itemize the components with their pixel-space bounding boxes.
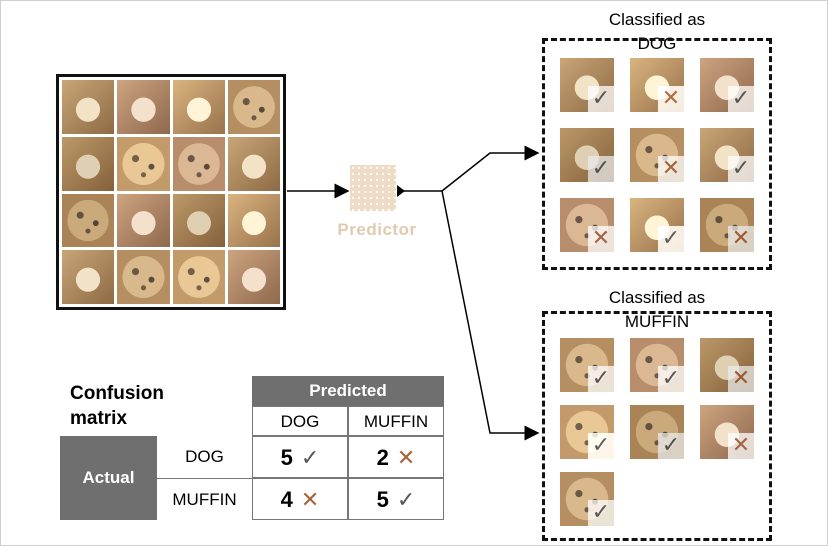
muffin-group-box [542,311,772,541]
cross-icon: ✕ [658,156,684,182]
dog-group-image: ✓ [560,58,614,112]
cross-icon: ✕ [300,488,320,513]
cross-icon: ✕ [728,226,754,252]
muffin-group-image: ✓ [630,405,684,459]
predictor-label: Predictor [337,220,417,239]
confusion-matrix-title: Confusion matrix [70,381,164,431]
cross-icon: ✕ [728,366,754,392]
input-image-tile [62,250,115,304]
check-icon: ✓ [658,366,684,392]
cell-value: 5 [376,487,389,512]
dog-group-image: ✓ [700,58,754,112]
check-icon: ✓ [658,433,684,459]
input-image-tile [172,80,225,134]
input-image-tile [62,136,115,191]
check-icon: ✓ [396,488,416,513]
check-icon: ✓ [588,156,614,182]
input-image-tile [227,136,280,191]
cell-value: 2 [376,445,389,470]
check-icon: ✓ [300,446,320,471]
dog-group-image: ✓ [630,198,684,252]
dog-group-image: ✕ [630,58,684,112]
input-image-tile [227,250,280,304]
row-header-muffin: MUFFIN [157,478,252,520]
dog-group-image: ✓ [560,128,614,182]
muffin-group-image: ✓ [560,338,614,392]
input-image-tile [117,136,170,191]
muffin-group-image: ✓ [560,472,614,526]
cell-muffin-dog: 4✕ [252,478,348,520]
arrow-to-muffin-group [441,190,540,441]
input-image-tile [172,136,225,191]
check-icon: ✓ [588,500,614,526]
dog-group-image: ✕ [630,128,684,182]
check-icon: ✓ [728,156,754,182]
check-icon: ✓ [588,86,614,112]
cell-dog-muffin: 2✕ [348,436,444,478]
cross-icon: ✕ [396,446,416,471]
cell-muffin-muffin: 5✓ [348,478,444,520]
check-icon: ✓ [728,86,754,112]
input-image-tile [117,193,170,248]
cross-icon: ✕ [588,226,614,252]
dog-group-title-line1: Classified as [608,10,706,29]
cell-value: 4 [280,487,293,512]
dog-group-image: ✕ [560,198,614,252]
check-icon: ✓ [588,433,614,459]
actual-header: Actual [60,436,157,520]
muffin-group-title: Classified as MUFFIN [542,286,772,334]
confusion-matrix-title-line2: matrix [70,408,128,429]
arrow-to-dog-group [441,145,540,192]
dog-group-box [542,38,772,270]
check-icon: ✓ [588,366,614,392]
input-image-grid [56,74,286,310]
input-image-tile [227,80,280,134]
input-image-tile [62,80,115,134]
muffin-group-image: ✕ [700,405,754,459]
predictor-output-arrowhead [397,185,405,197]
cell-value: 5 [280,445,293,470]
input-image-tile [117,250,170,304]
muffin-group-image: ✓ [560,405,614,459]
muffin-group-image: ✕ [700,338,754,392]
dog-group-image: ✓ [700,128,754,182]
confusion-matrix-title-line1: Confusion [70,383,164,404]
input-image-tile [172,193,225,248]
predictor-box [350,165,396,211]
check-icon: ✓ [658,226,684,252]
predicted-header: Predicted [252,376,444,406]
input-image-tile [227,193,280,248]
cross-icon: ✕ [728,433,754,459]
muffin-group-title-line1: Classified as [608,288,706,307]
column-header-dog: DOG [252,406,348,436]
input-image-tile [117,80,170,134]
row-header-dog: DOG [185,447,224,466]
input-image-tile [172,250,225,304]
muffin-group-title-line2: MUFFIN [616,310,698,334]
column-header-muffin: MUFFIN [348,406,444,436]
cross-icon: ✕ [658,86,684,112]
dog-group-image: ✕ [700,198,754,252]
input-image-tile [62,193,115,248]
muffin-group-image: ✓ [630,338,684,392]
cell-dog-dog: 5✓ [252,436,348,478]
